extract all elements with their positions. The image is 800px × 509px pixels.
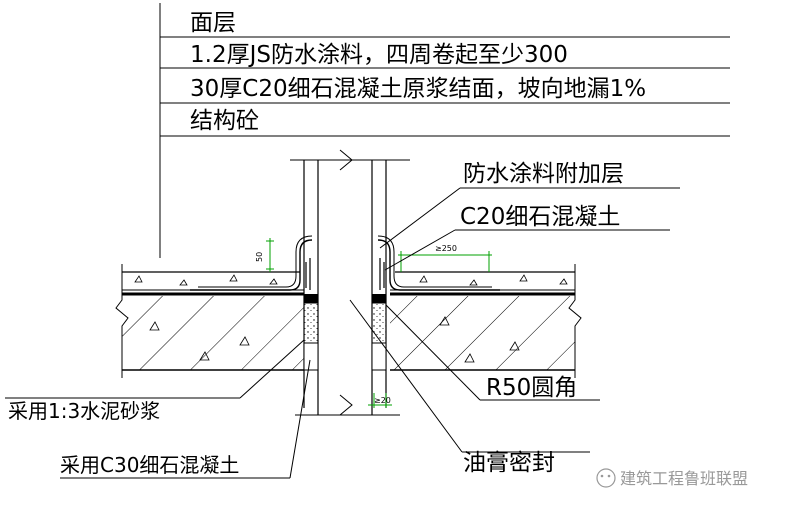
label-structural-concrete: 结构砼 — [190, 108, 259, 134]
wechat-icon — [596, 468, 616, 488]
dim-height-50: 50 — [255, 252, 264, 262]
waterproof-upturn — [190, 235, 500, 291]
label-sealant: 油膏密封 — [463, 450, 555, 476]
leader-lines — [5, 187, 680, 479]
label-c20-screed: 30厚C20细石混凝土原浆结面，坡向地漏1% — [190, 76, 646, 102]
label-additional-waterproof-layer: 防水涂料附加层 — [463, 161, 624, 187]
watermark: 建筑工程鲁班联盟 — [596, 468, 748, 488]
label-c30-concrete: 采用C30细石混凝土 — [60, 453, 239, 477]
infill-concrete — [303, 294, 387, 371]
layer-label-table — [159, 3, 730, 258]
label-cement-mortar: 采用1:3水泥砂浆 — [8, 399, 160, 423]
label-surface-layer: 面层 — [190, 10, 236, 36]
pipe-sleeve — [290, 159, 410, 416]
label-r50-fillet: R50圆角 — [486, 375, 577, 401]
dim-width-250: ≥250 — [435, 244, 457, 253]
structural-slab — [122, 292, 575, 371]
dimension-marks — [266, 238, 492, 408]
label-js-waterproof: 1.2厚JS防水涂料，四周卷起至少300 — [190, 42, 568, 68]
watermark-text: 建筑工程鲁班联盟 — [620, 469, 748, 488]
label-c20-fine-concrete: C20细石混凝土 — [460, 204, 620, 230]
dim-gap-20: ≥20 — [374, 396, 391, 405]
